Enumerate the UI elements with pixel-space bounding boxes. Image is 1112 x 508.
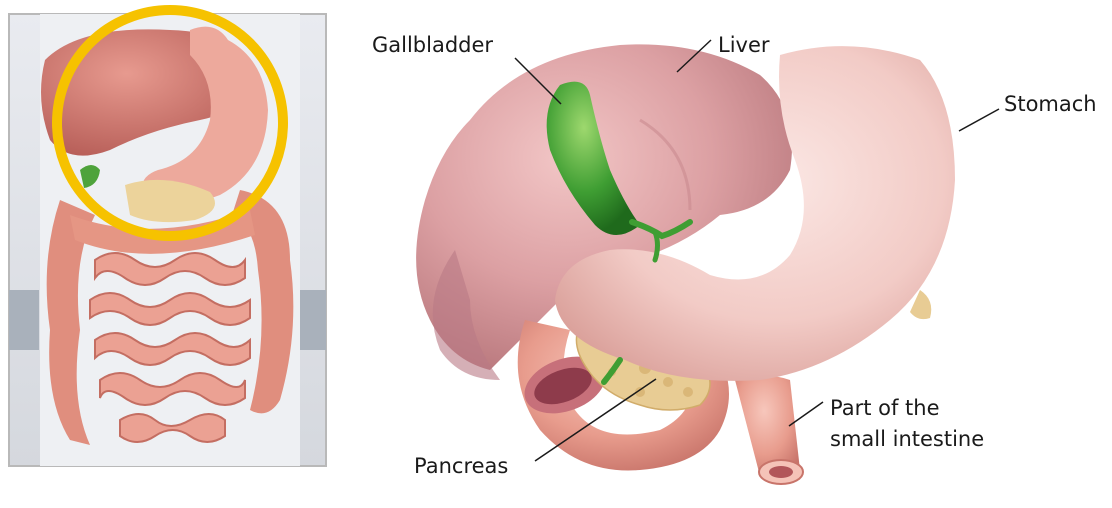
liver-label: Liver <box>718 32 770 58</box>
thumbnail-panel <box>9 10 326 470</box>
stomach-leader <box>959 109 999 131</box>
intestine-leader <box>789 402 823 426</box>
stomach-label: Stomach <box>1004 91 1097 117</box>
intestine-label-line1: Part of the <box>830 395 940 421</box>
gallbladder-label: Gallbladder <box>372 32 493 58</box>
intestine-label-line2: small intestine <box>830 426 984 452</box>
pancreas-label: Pancreas <box>414 453 508 479</box>
